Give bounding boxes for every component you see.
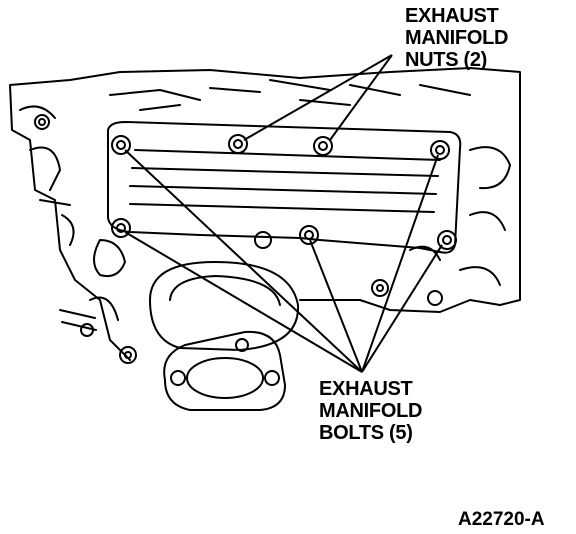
outlet-boss-inner [169, 275, 281, 306]
flange-hole-right [264, 370, 280, 386]
bolts-leaders [124, 149, 443, 373]
engine-block-outline [9, 67, 521, 361]
outlet-boss [149, 261, 300, 351]
block-left-detail [19, 105, 119, 321]
bolts-callout-line2: MANIFOLD [319, 400, 423, 422]
nuts-callout-line2: MANIFOLD [405, 27, 509, 49]
nuts-leader-1 [243, 54, 393, 141]
nuts-callout: EXHAUST MANIFOLD NUTS (2) [405, 5, 508, 71]
nuts-callout-line1: EXHAUST [405, 5, 499, 27]
fastener-group [34, 114, 457, 364]
bolts-callout-line3: BOLTS (5) [319, 422, 413, 444]
bolts-leader-3 [309, 239, 363, 373]
flange-hole-top [235, 338, 249, 352]
figure-id: A22720-A [458, 509, 545, 530]
nuts-leaders [243, 54, 393, 141]
bolts-leader-5 [361, 244, 443, 373]
manifold-flange [107, 121, 462, 254]
block-top-ribs [109, 79, 471, 111]
nuts-leader-2 [329, 54, 393, 141]
bolts-callout-line1: EXHAUST [319, 378, 413, 400]
bolts-callout: EXHAUST MANIFOLD BOLTS (5) [319, 378, 422, 444]
block-right-detail [409, 146, 511, 286]
left-bracket [59, 239, 126, 331]
exhaust-flange [163, 330, 286, 411]
bolts-leader-2 [124, 231, 363, 373]
nuts-callout-line3: NUTS (2) [405, 49, 488, 71]
manifold-ribs [129, 149, 441, 213]
bolts-leader-4 [361, 154, 439, 373]
small-boss [254, 231, 272, 249]
flange-hole-left [170, 370, 186, 386]
exhaust-port [186, 357, 264, 399]
bolts-leader-1 [124, 149, 363, 373]
